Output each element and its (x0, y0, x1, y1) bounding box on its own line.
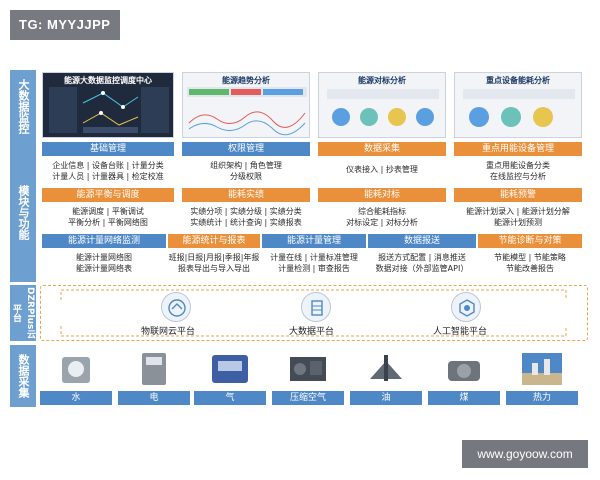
platform-label-big-data: 大数据平台 (289, 327, 335, 337)
benchmark-chart-graphic (327, 89, 439, 126)
platform-label-iot: 物联网云平台 (141, 327, 196, 337)
monitor-panel: 能源大数据监控调度中心 能源趋势分析 能源对标分析 重点设备能耗分析 (40, 70, 588, 142)
module-panel: 基础管理 企业信息 | 设备台账 | 计量分类计量人员 | 计量器具 | 检定校… (40, 142, 588, 282)
device-chart-graphic (463, 89, 575, 127)
module-header-network: 能源计量网络监测 (42, 234, 166, 248)
device-label-coal: 煤 (428, 391, 500, 405)
side-label-cloud: DZRPlus云平台 (10, 285, 36, 341)
screen-title: 重点设备能耗分析 (486, 76, 550, 85)
trend-chart-graphic (187, 87, 307, 136)
module-header-actual: 能耗实绩 (182, 188, 310, 202)
heat-plant-icon (510, 349, 574, 389)
module-text: 综合能耗指标对标设定 | 对标分析 (346, 207, 418, 227)
module-text: 能源计划录入 | 能源计划分解能源计划预测 (466, 207, 570, 227)
oil-pump-icon (354, 349, 418, 389)
device-label-electric: 电 (118, 391, 190, 405)
dispatch-map-graphic (49, 87, 169, 133)
watermark-bottom: www.goyoow.com (462, 440, 588, 468)
platform-label-ai: 人工智能平台 (433, 327, 488, 337)
collection-panel: 水 电 气 压缩空气 油 煤 热力 (40, 345, 588, 407)
module-text: 重点用能设备分类在线监控与分析 (486, 161, 550, 181)
watermark-top: TG: MYYJJPP (10, 10, 120, 40)
side-label-monitor: 大数据监控 (10, 70, 36, 142)
screen-title: 能源大数据监控调度中心 (64, 76, 152, 85)
module-header-key-device: 重点用能设备管理 (454, 142, 582, 156)
device-label-water: 水 (40, 391, 112, 405)
module-header-metering: 能源计量管理 (262, 234, 366, 248)
module-header-basic: 基础管理 (42, 142, 174, 156)
module-text: 班报|日报|月报|季报|年报报表导出与导入导出 (168, 253, 260, 273)
device-label-compressed-air: 压缩空气 (272, 391, 344, 405)
module-text: 报送方式配置 | 消息推送数据对接（外部监管API） (375, 253, 469, 273)
screen-benchmark-analysis: 能源对标分析 (318, 72, 446, 138)
module-text: 计量在线 | 计量标准管理计量检测 | 审查报告 (270, 253, 358, 273)
module-header-warning: 能耗预警 (454, 188, 582, 202)
water-meter-icon (44, 349, 108, 389)
module-header-permission: 权限管理 (182, 142, 310, 156)
module-header-collection: 数据采集 (318, 142, 446, 156)
module-text: 仪表接入 | 抄表管理 (346, 165, 418, 174)
air-compressor-icon (276, 349, 340, 389)
module-text: 企业信息 | 设备台账 | 计量分类计量人员 | 计量器具 | 检定校准 (52, 161, 164, 181)
screen-trend-analysis: 能源趋势分析 (182, 72, 310, 138)
screen-dispatch-center: 能源大数据监控调度中心 (42, 72, 174, 138)
module-header-diagnosis: 节能诊断与对策 (478, 234, 582, 248)
device-label-gas: 气 (194, 391, 266, 405)
screen-title: 能源趋势分析 (222, 76, 270, 85)
module-text: 能源调度 | 平衡调试平衡分析 | 平衡网络图 (68, 207, 148, 227)
module-header-reporting: 数据报送 (368, 234, 476, 248)
device-label-heat: 热力 (506, 391, 578, 405)
screen-title: 能源对标分析 (358, 76, 406, 85)
screen-key-device-analysis: 重点设备能耗分析 (454, 72, 582, 138)
module-text: 实绩分项 | 实绩分级 | 实绩分类实绩统计 | 统计查询 | 实绩报表 (190, 207, 302, 227)
cloud-panel: 物联网云平台 大数据平台 人工智能平台 (40, 285, 588, 341)
side-label-collect: 数据采集 (10, 345, 36, 407)
module-text: 组织架构 | 角色管理分级权限 (210, 161, 282, 181)
device-label-oil: 油 (350, 391, 422, 405)
module-header-benchmark: 能耗对标 (318, 188, 446, 202)
ai-icon (451, 292, 481, 322)
module-text: 节能模型 | 节能策略节能改善报告 (494, 253, 566, 273)
module-header-statistics: 能源统计与报表 (168, 234, 260, 248)
platform-connector-lines (60, 289, 567, 337)
big-data-icon (301, 292, 331, 322)
electric-meter-icon (122, 349, 186, 389)
module-header-balance: 能源平衡与调度 (42, 188, 174, 202)
gas-meter-icon (198, 349, 262, 389)
cloud-iot-icon (161, 292, 191, 322)
module-text: 能源计量网络图能源计量网络表 (76, 253, 132, 273)
side-label-module: 模块与功能 (10, 142, 36, 282)
coal-meter-icon (432, 349, 496, 389)
